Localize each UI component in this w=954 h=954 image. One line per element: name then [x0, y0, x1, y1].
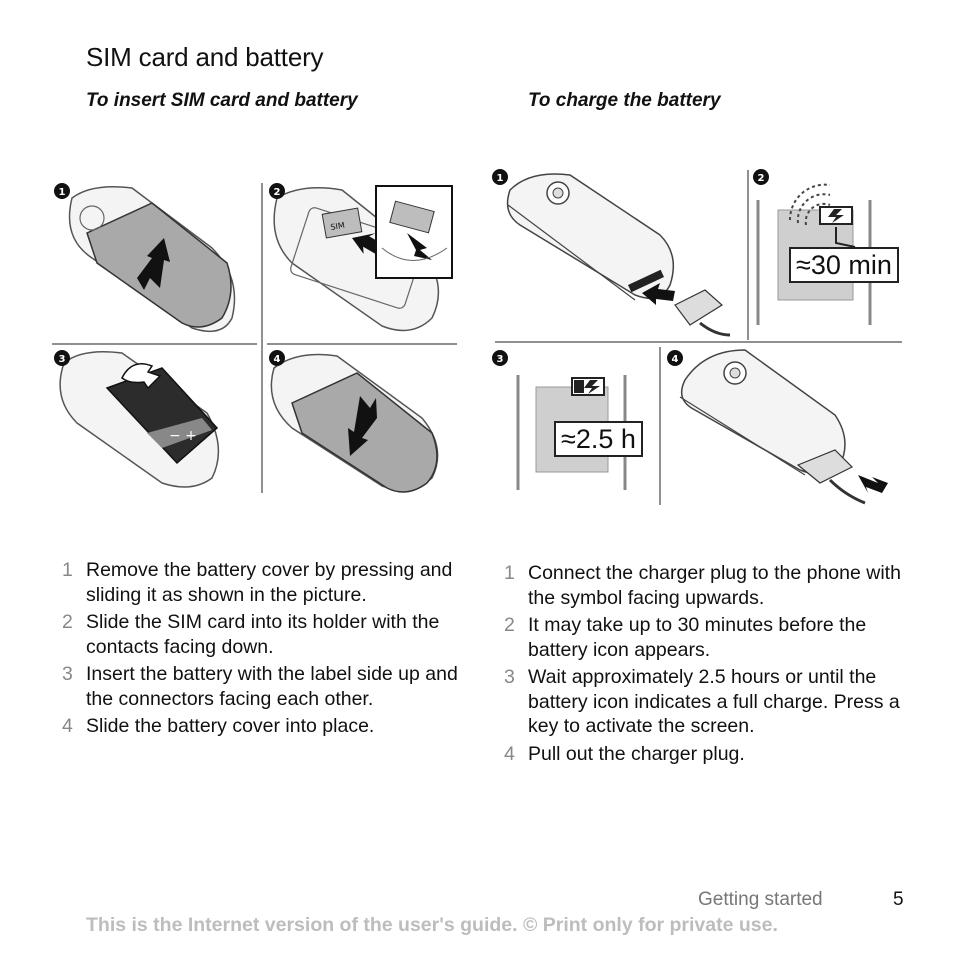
- panel-remove-cover: [68, 186, 236, 333]
- charge-figure: 1 2 3 4 ≈30 min ≈2.5 h: [490, 165, 905, 510]
- panel-number: 4: [672, 354, 679, 365]
- page-number: 5: [893, 889, 904, 910]
- sim-label: SIM: [330, 221, 346, 232]
- panel-number: 3: [59, 354, 66, 365]
- panel-slide-cover: [270, 353, 439, 493]
- insert-figure: SIM − + 1 2 3 4: [52, 178, 462, 498]
- panel-number: 1: [497, 173, 504, 184]
- panel-number: 2: [758, 173, 765, 184]
- charge-time-2-5h: ≈2.5 h: [554, 421, 643, 457]
- panel-number: 2: [274, 187, 281, 198]
- footer-note: This is the Internet version of the user…: [86, 914, 778, 936]
- panel-number: 1: [59, 187, 66, 198]
- footer-section-name: Getting started: [698, 889, 823, 910]
- charge-illustration: 1 2 3 4: [492, 169, 902, 505]
- panel-unplug: [679, 349, 888, 505]
- panel-insert-battery: − +: [59, 351, 220, 488]
- panel-number: 4: [274, 354, 281, 365]
- charge-subtitle: To charge the battery: [528, 90, 721, 111]
- insert-subtitle: To insert SIM card and battery: [86, 90, 358, 111]
- panel-number: 3: [497, 354, 504, 365]
- panel-insert-sim: SIM: [273, 185, 453, 332]
- panel-connect-charger: [506, 173, 731, 337]
- page-title: SIM card and battery: [86, 42, 324, 72]
- insert-illustration: SIM − + 1 2 3 4: [52, 183, 457, 493]
- svg-text:− +: − +: [169, 428, 197, 444]
- charge-time-30min: ≈30 min: [789, 247, 899, 283]
